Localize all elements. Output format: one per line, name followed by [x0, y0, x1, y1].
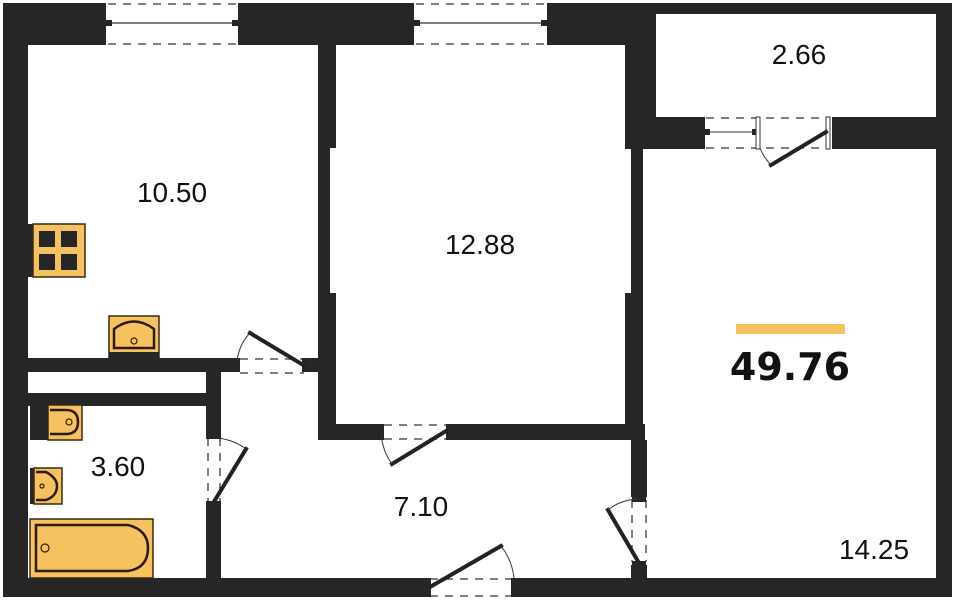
- room-area-room: 12.88: [445, 229, 515, 260]
- walls: [3, 3, 952, 597]
- room-area-hallway: 7.10: [394, 491, 449, 522]
- washbasin-icon: [30, 467, 63, 505]
- room-area-balcony: 2.66: [772, 39, 827, 70]
- window-room: [410, 3, 551, 45]
- room-area-bathroom: 3.60: [91, 451, 146, 482]
- total-area: 49.76: [730, 345, 850, 389]
- stove-icon: [28, 223, 86, 278]
- bathtub-icon: [29, 518, 154, 579]
- toilet-icon: [30, 404, 83, 441]
- door-living-room: [605, 496, 647, 567]
- door-bathroom: [206, 433, 249, 507]
- door-entrance: [426, 543, 516, 597]
- kitchen-sink-icon: [108, 315, 160, 359]
- door-kitchen: [234, 330, 308, 374]
- room-area-kitchen: 10.50: [137, 177, 207, 208]
- room-area-living-room: 14.25: [839, 534, 909, 565]
- balcony-door: [701, 116, 832, 168]
- door-room: [379, 424, 451, 467]
- total-area-accent-bar: [736, 324, 845, 334]
- window-kitchen: [102, 3, 242, 45]
